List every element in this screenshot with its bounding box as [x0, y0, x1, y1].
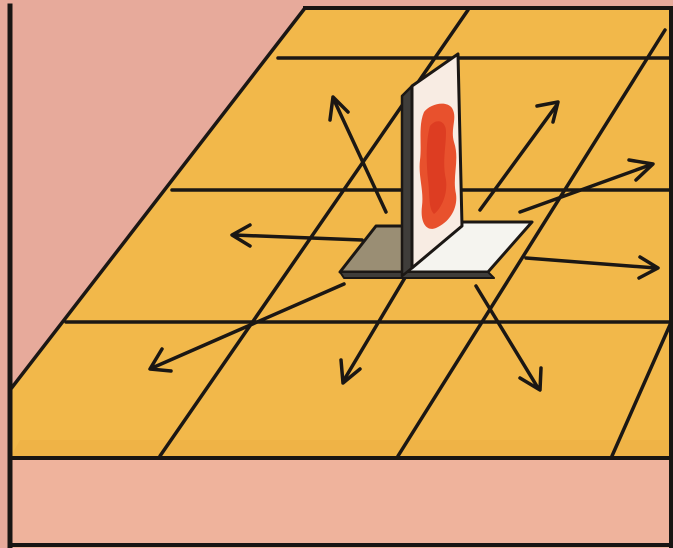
- baseboard: [10, 458, 673, 548]
- book-cover-stain-core: [427, 121, 447, 214]
- floor-shade: [10, 440, 673, 458]
- book-base: [340, 272, 494, 278]
